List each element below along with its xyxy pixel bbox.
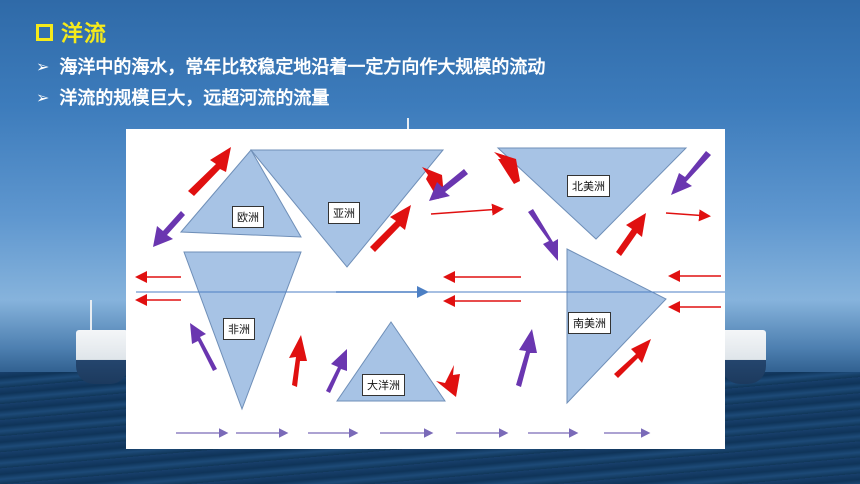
bullet-text: 海洋中的海水，常年比较稳定地沿着一定方向作大规模的流动 <box>59 57 546 78</box>
cold-currents <box>153 151 711 393</box>
slide-title: 洋流 <box>36 16 107 48</box>
ocean-currents-diagram: 欧洲 亚洲 北美洲 非洲 大洋洲 南美洲 <box>126 129 725 449</box>
label-north-america: 北美洲 <box>567 175 610 197</box>
warm-currents <box>188 147 651 397</box>
westward-red-arrows <box>135 203 721 313</box>
title-text: 洋流 <box>61 22 108 47</box>
bullet-text: 洋流的规模巨大，远超河流的流量 <box>59 88 330 109</box>
ship-right <box>722 330 766 384</box>
label-europe: 欧洲 <box>232 206 264 228</box>
ship-mast <box>90 300 92 330</box>
diagram-canvas <box>135 147 725 438</box>
label-south-america: 南美洲 <box>568 312 611 334</box>
ship-left <box>76 330 128 384</box>
square-outline-icon <box>36 23 53 41</box>
chevron-right-icon: ➢ <box>36 87 50 107</box>
south-america-shape <box>566 248 667 405</box>
label-oceania: 大洋洲 <box>362 374 405 396</box>
label-africa: 非洲 <box>223 318 255 340</box>
bullet-item: ➢ 海洋中的海水，常年比较稳定地沿着一定方向作大规模的流动 <box>36 53 545 79</box>
bullet-item: ➢ 洋流的规模巨大，远超河流的流量 <box>36 84 329 110</box>
europe-shape <box>179 149 302 238</box>
chevron-right-icon: ➢ <box>36 56 50 76</box>
ship-mast <box>407 118 409 130</box>
label-asia: 亚洲 <box>328 202 360 224</box>
